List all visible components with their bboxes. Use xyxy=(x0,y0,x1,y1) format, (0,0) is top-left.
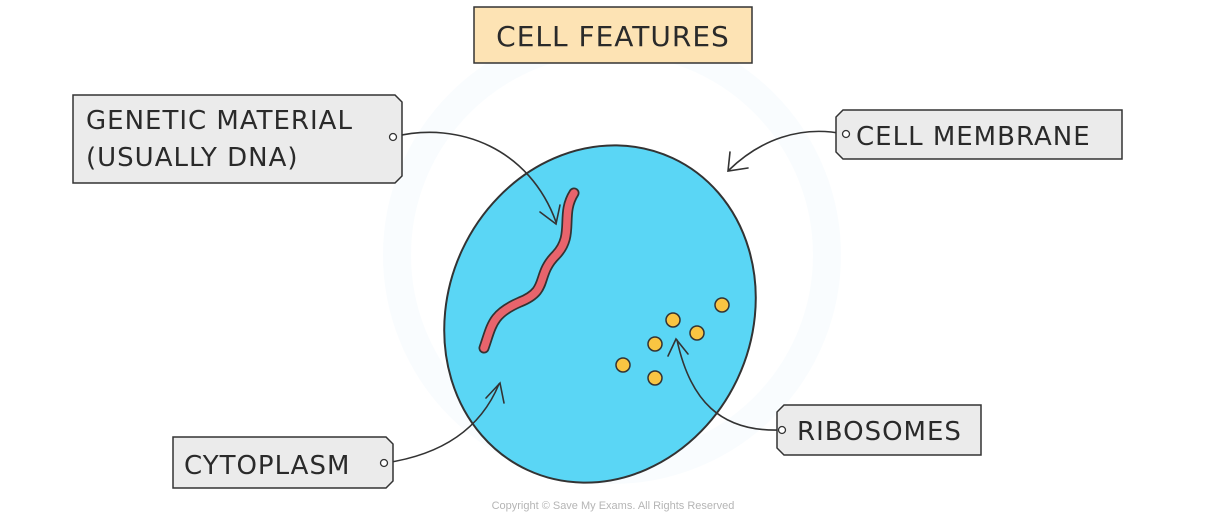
arrows xyxy=(384,130,845,464)
diagram-title: CELL FEATURES xyxy=(496,20,730,53)
ribosome xyxy=(647,370,663,386)
label-genetic-material: GENETIC MATERIAL (USUALLY DNA) xyxy=(72,94,403,184)
cytoplasm-label: CYTOPLASM xyxy=(184,451,350,481)
cell-membrane-shape xyxy=(443,144,757,484)
genetic-material-label-line2: (USUALLY DNA) xyxy=(86,143,299,173)
ribosome xyxy=(647,336,663,352)
arrow-ribosomes xyxy=(676,339,781,431)
title-box: CELL FEATURES xyxy=(473,6,753,64)
ribosome xyxy=(689,325,705,341)
cell-membrane-label: CELL MEMBRANE xyxy=(856,122,1091,152)
arrow-genetic-material xyxy=(392,131,557,223)
ribosomes-group xyxy=(615,297,730,386)
ribosome xyxy=(615,357,631,373)
cell xyxy=(443,144,757,484)
dna-strand xyxy=(478,187,580,354)
ribosome xyxy=(714,297,730,313)
label-cell-membrane: CELL MEMBRANE xyxy=(835,109,1123,160)
arrow-cell-membrane xyxy=(728,130,845,171)
arrow-cytoplasm xyxy=(384,383,500,464)
copyright-notice: Copyright © Save My Exams. All Rights Re… xyxy=(491,500,735,512)
label-cytoplasm: CYTOPLASM xyxy=(172,436,394,489)
genetic-material-label-line1: GENETIC MATERIAL xyxy=(86,106,353,136)
ribosome xyxy=(665,312,681,328)
label-ribosomes: RIBOSOMES xyxy=(776,404,982,456)
ribosomes-label: RIBOSOMES xyxy=(797,417,962,447)
